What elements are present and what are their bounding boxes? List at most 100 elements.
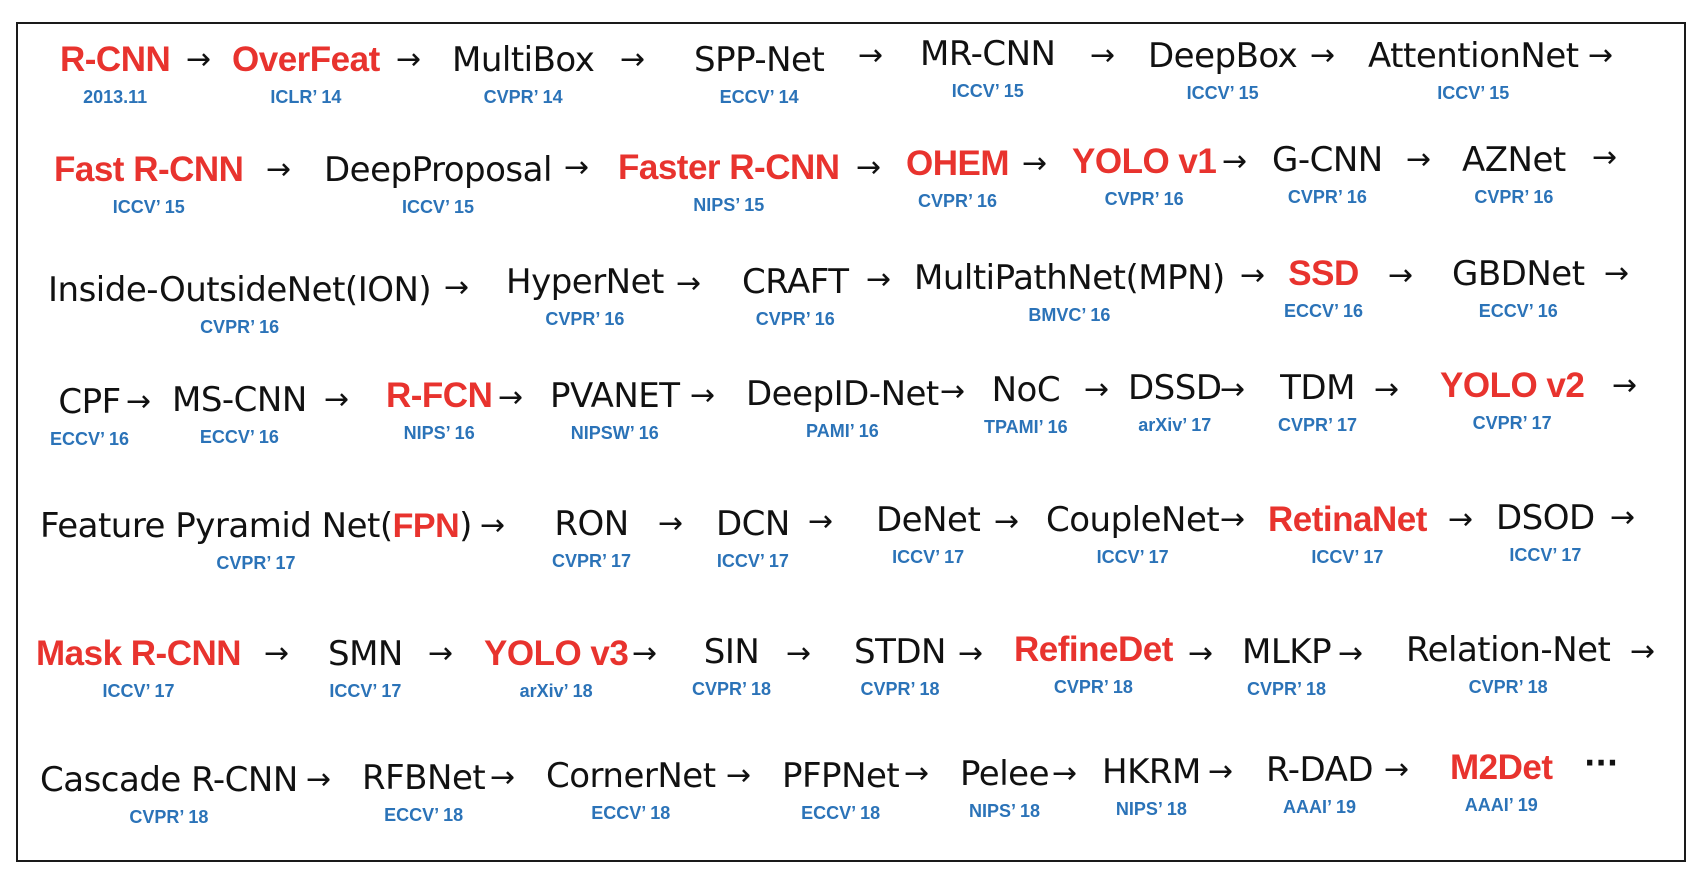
- method-name: SMN: [328, 634, 403, 674]
- method-name: PFPNet: [782, 756, 900, 796]
- method-name: Mask R-CNN: [36, 634, 242, 673]
- method-name: CPF: [58, 382, 121, 422]
- venue-label: ICCV’ 15: [951, 81, 1024, 101]
- arrow-icon: →: [444, 270, 470, 305]
- venue-label: NIPS’ 16: [403, 423, 475, 443]
- method-name: R-DAD: [1266, 750, 1374, 790]
- venue-label: ICCV’ 17: [716, 551, 789, 571]
- method-node-mask-r-cnn: Mask R-CNN ICCV’ 17: [36, 634, 242, 702]
- venue-label: CVPR’ 16: [917, 191, 998, 211]
- arrow-icon: →: [1208, 754, 1234, 789]
- method-node-ms-cnn: MS-CNN ECCV’ 16: [172, 380, 307, 448]
- method-name: OHEM: [906, 144, 1010, 183]
- venue-label: AAAI’ 19: [1464, 795, 1538, 815]
- arrow-icon: →: [1384, 752, 1410, 787]
- arrow-icon: →: [1448, 502, 1474, 537]
- arrow-icon: →: [1406, 142, 1432, 177]
- venue-label: ICCV’ 17: [1311, 547, 1384, 567]
- arrow-icon: →: [856, 150, 882, 185]
- method-name: DeepBox: [1148, 36, 1298, 76]
- method-name: MLKP: [1242, 632, 1332, 672]
- method-name: PVANET: [550, 376, 680, 416]
- venue-label: ICCV’ 17: [1509, 545, 1582, 565]
- arrow-icon: →: [1220, 502, 1246, 537]
- venue-label: ECCV’ 18: [801, 803, 881, 823]
- venue-label: CVPR’ 17: [1472, 413, 1552, 433]
- venue-label: PAMI’ 16: [806, 421, 879, 441]
- method-name: TDM: [1280, 368, 1355, 408]
- method-name: R-CNN: [60, 40, 171, 79]
- venue-label: TPAMI’ 16: [984, 417, 1068, 437]
- method-node-multipathnet-mpn: MultiPathNet(MPN)BMVC’ 16: [914, 258, 1225, 326]
- method-name: HKRM: [1102, 752, 1201, 792]
- venue-label: arXiv’ 18: [519, 681, 593, 701]
- method-name: Feature Pyramid Net(FPN): [40, 506, 472, 546]
- arrow-icon: →: [306, 762, 332, 797]
- arrow-icon: →: [498, 380, 524, 415]
- arrow-icon: →: [396, 42, 422, 77]
- method-name: GBDNet: [1452, 254, 1585, 294]
- method-node-ohem: OHEM CVPR’ 16: [906, 144, 1010, 212]
- arrow-icon: →: [1610, 500, 1636, 535]
- ellipsis-more: ···: [1584, 746, 1619, 781]
- method-name: CornerNet: [546, 756, 716, 796]
- arrow-icon: →: [620, 42, 646, 77]
- arrow-icon: →: [1310, 38, 1336, 73]
- arrow-icon: →: [1052, 756, 1078, 791]
- method-name: HyperNet: [506, 262, 664, 302]
- arrow-icon: →: [1374, 372, 1400, 407]
- method-name: Inside-OutsideNet(ION): [48, 270, 432, 310]
- arrow-icon: →: [490, 760, 516, 795]
- arrow-icon: →: [632, 636, 658, 671]
- method-name: Relation-Net: [1406, 630, 1611, 670]
- venue-label: ECCV’ 18: [384, 805, 464, 825]
- method-name: MS-CNN: [172, 380, 307, 420]
- arrow-icon: →: [904, 756, 930, 791]
- arrow-icon: →: [1592, 140, 1618, 175]
- venue-label: ECCV’ 16: [199, 427, 279, 447]
- arrow-icon: →: [858, 38, 884, 73]
- venue-label: CVPR’ 16: [200, 317, 280, 337]
- method-name: MultiPathNet(MPN): [914, 258, 1225, 298]
- arrow-icon: →: [1022, 146, 1048, 181]
- method-name: Pelee: [960, 754, 1050, 794]
- arrow-icon: →: [1084, 372, 1110, 407]
- venue-label: ICCV’ 17: [102, 681, 175, 701]
- method-name: CRAFT: [742, 262, 849, 302]
- method-node-smn: SMN ICCV’ 17: [328, 634, 403, 702]
- method-name: DCN: [716, 504, 790, 544]
- method-name: SSD: [1288, 254, 1359, 293]
- venue-label: CVPR’ 16: [1474, 187, 1554, 207]
- venue-label: ICCV’ 17: [329, 681, 402, 701]
- method-name: MultiBox: [452, 40, 595, 80]
- arrow-icon: →: [1220, 372, 1246, 407]
- method-name: G-CNN: [1272, 140, 1383, 180]
- method-name-highlight: FPN: [392, 507, 460, 545]
